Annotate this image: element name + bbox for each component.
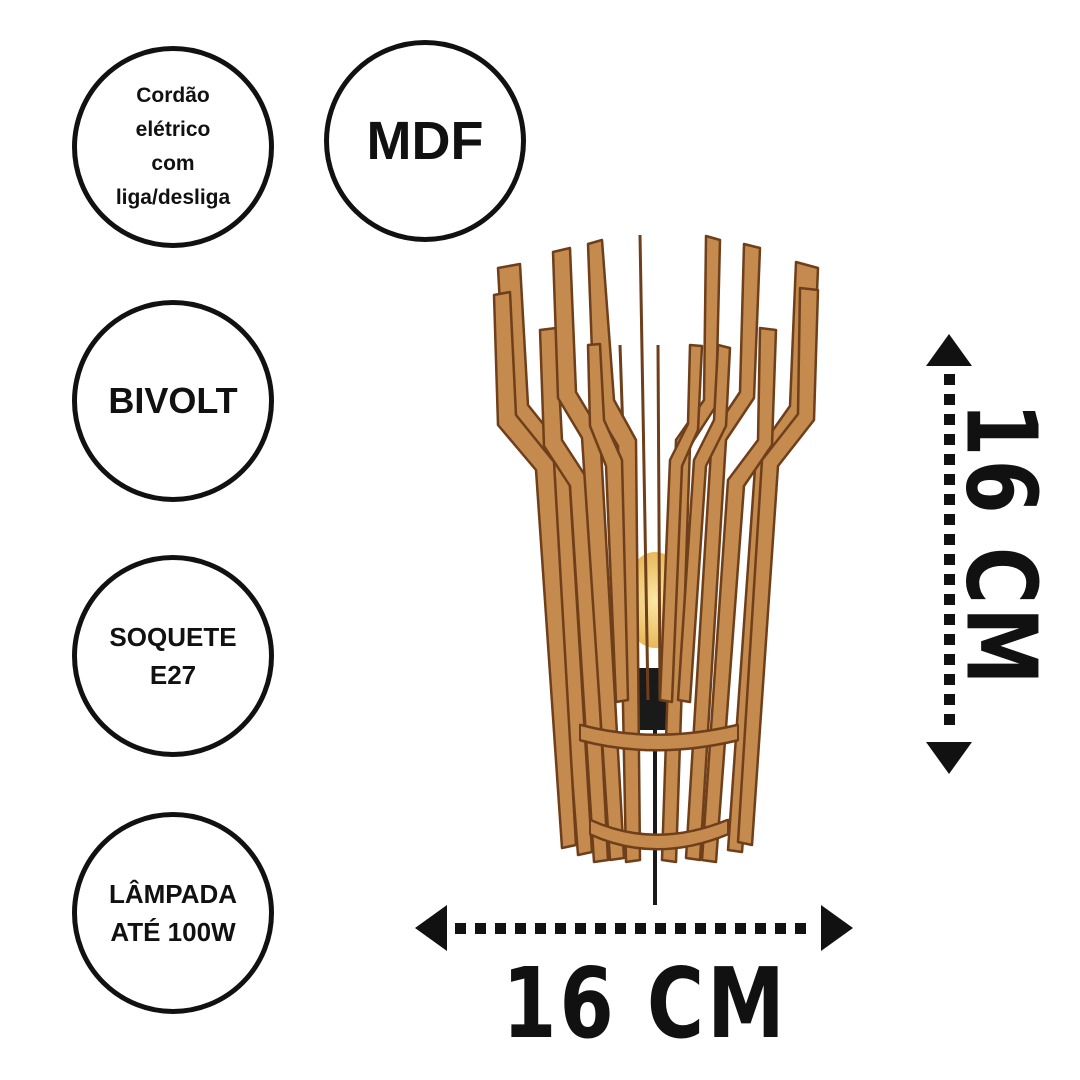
bulb-badge-line-2: ATÉ 100W [110, 917, 236, 947]
cord-badge-line-1: Cordão [136, 84, 210, 107]
socket-badge-line-2: E27 [149, 660, 197, 690]
lamp-shade-icon [492, 234, 820, 905]
material-badge: MDF [324, 40, 526, 242]
height-dimension-label: 16 CM [943, 402, 1057, 688]
socket-badge: SOQUETE E27 [72, 555, 274, 757]
socket-badge-line-1: SOQUETE [109, 622, 237, 652]
voltage-badge: BIVOLT [72, 300, 274, 502]
cord-switch-badge: Cordão elétrico com liga/desliga [72, 46, 274, 248]
bulb-badge: LÂMPADA ATÉ 100W [72, 812, 274, 1014]
bulb-badge-line-1: LÂMPADA [108, 879, 238, 909]
height-dimension-arrow [926, 334, 972, 774]
cord-badge-line-3: com [151, 152, 195, 175]
width-dimension-arrow [415, 905, 853, 951]
voltage-badge-label: BIVOLT [108, 380, 238, 421]
cord-badge-line-2: elétrico [135, 118, 211, 141]
material-badge-label: MDF [366, 111, 484, 171]
width-dimension-label: 16 CM [502, 948, 788, 1061]
cord-badge-line-4: liga/desliga [115, 186, 231, 209]
